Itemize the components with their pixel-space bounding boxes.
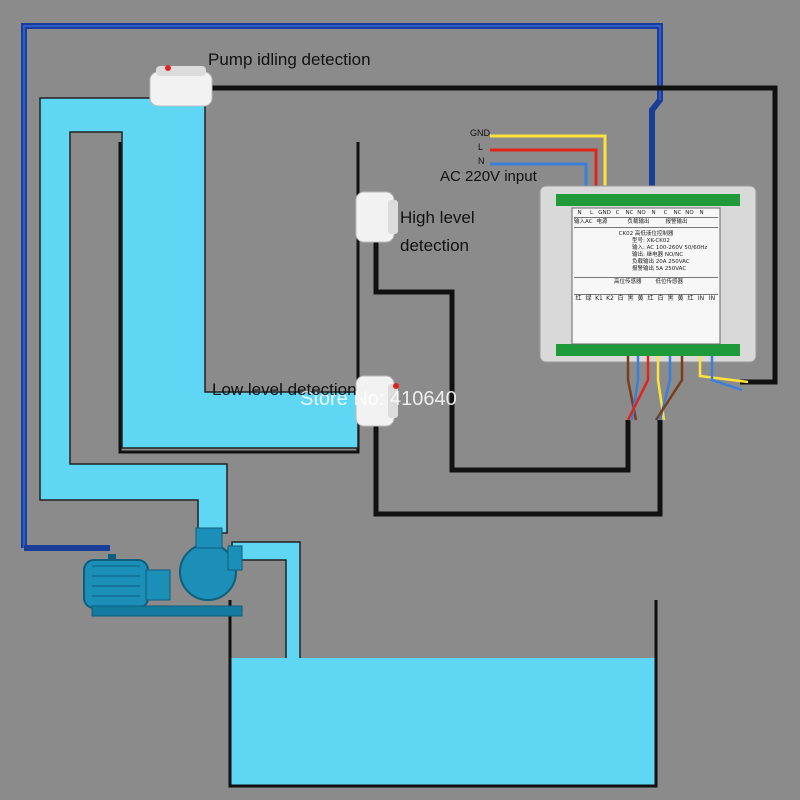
controller-output: 输出: 继电器 NO/NC xyxy=(632,252,684,258)
controller-load-out: 负载输出 20A 250VAC xyxy=(632,259,690,265)
terminal: C xyxy=(663,210,668,216)
upper-tank-outline xyxy=(118,142,360,454)
pump-idling-label: Pump idling detection xyxy=(208,50,371,69)
bottom-group-row: 高位传感器 低位传感器 xyxy=(574,277,718,286)
top-terminal-row: N L GND C NC NO N C NC NO N xyxy=(574,210,718,218)
terminal: 黄 xyxy=(637,295,644,302)
top-group-row: 输入AC 电源 负载输出 报警输出 xyxy=(574,218,718,228)
lower-tank-water xyxy=(230,658,656,786)
high-level-label-line1: High level xyxy=(400,208,475,227)
lower-tank-outline xyxy=(228,600,658,788)
terminal: 红 xyxy=(687,295,694,302)
terminal: NC xyxy=(625,210,634,216)
controller-box xyxy=(539,185,757,363)
terminal: L xyxy=(589,210,594,216)
terminal: N xyxy=(651,210,656,216)
terminal: N xyxy=(577,210,582,216)
terminal: IN xyxy=(697,295,705,302)
water-pump xyxy=(83,527,243,617)
low-level-sensor xyxy=(355,375,399,427)
terminal: K2 xyxy=(606,295,614,302)
sensor-leads xyxy=(626,356,749,421)
group-label: 高位传感器 xyxy=(614,279,642,285)
terminal: 绿 xyxy=(585,295,592,302)
controller-input: 输入: AC 100-260V 50/60Hz xyxy=(632,245,708,251)
terminal: 黑 xyxy=(667,295,674,302)
terminal: NC xyxy=(673,210,682,216)
pump-idling-sensor xyxy=(149,65,213,107)
store-watermark: Store No: 410640 xyxy=(300,388,457,410)
pump-signal-wire-inner xyxy=(23,25,661,548)
sensor-wires xyxy=(210,85,778,517)
group-label: 负载输出 xyxy=(627,219,650,225)
l-label: L xyxy=(478,142,484,152)
terminal: N xyxy=(699,210,704,216)
terminal: C xyxy=(615,210,620,216)
terminal: 红 xyxy=(575,295,582,302)
terminal: IN xyxy=(708,295,716,302)
bottom-terminal-row: 红 绿 K1 K2 白 黑 黄 红 白 黑 黄 红 IN IN xyxy=(574,294,718,302)
n-label: N xyxy=(478,156,485,166)
gnd-label: GND xyxy=(470,128,490,138)
controller-title: CK02 高低液位控制器 xyxy=(618,231,674,237)
high-level-label-line2: detection xyxy=(400,236,469,255)
power-wires xyxy=(490,134,607,196)
terminal: 黑 xyxy=(627,295,634,302)
terminal: 黄 xyxy=(677,295,684,302)
high-level-sensor xyxy=(355,191,398,243)
terminal: 白 xyxy=(617,295,624,302)
group-label: 电源 xyxy=(596,219,608,225)
controller-panel: N L GND C NC NO N C NC NO N 输入AC 电源 负载输出… xyxy=(574,210,718,342)
terminal: 红 xyxy=(647,295,654,302)
controller-model: 型号: XK-CK02 xyxy=(632,238,670,244)
group-label: 输入AC xyxy=(574,219,593,225)
group-label: 低位传感器 xyxy=(655,279,684,285)
terminal: NO xyxy=(637,210,646,216)
ac-input-label: AC 220V input xyxy=(440,168,537,185)
low-level-label: Low level detection xyxy=(212,380,357,399)
terminal: K1 xyxy=(595,295,603,302)
group-label: 报警输出 xyxy=(665,219,688,225)
terminal: NO xyxy=(685,210,694,216)
terminal: 白 xyxy=(657,295,664,302)
terminal: GND xyxy=(598,210,611,216)
controller-alarm-out: 报警输出 5A 250VAC xyxy=(632,266,687,272)
